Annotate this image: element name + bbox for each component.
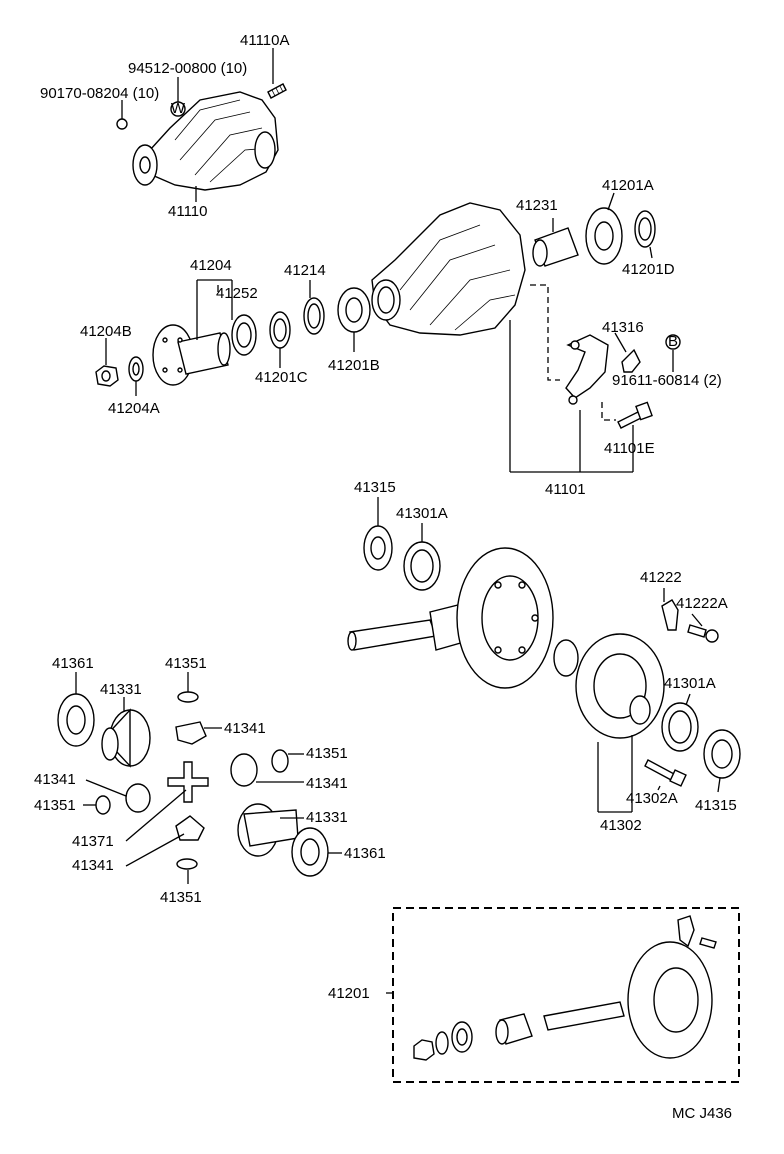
bolt-41302a[interactable] [644, 759, 687, 787]
label-41301a-right: 41301A [664, 675, 716, 692]
label-41331-left: 41331 [100, 681, 142, 698]
kit-nut[interactable] [413, 1039, 435, 1061]
stud-bolt-41110a[interactable] [267, 83, 287, 99]
label-41222a: 41222A [676, 595, 728, 612]
washer-41351-right[interactable] [271, 749, 289, 773]
label-41351-left: 41351 [34, 797, 76, 814]
label-41101e: 41101E [604, 440, 655, 457]
kit-41201-box [392, 907, 740, 1083]
shim-41201d[interactable] [634, 210, 656, 248]
washer-41351-bottom[interactable] [176, 858, 198, 870]
b-marker: B [665, 333, 681, 350]
differential-carrier-housing[interactable] [371, 202, 526, 336]
label-41341-a: 41341 [224, 720, 266, 737]
collapsible-spacer-41231[interactable] [532, 227, 579, 267]
label-41361-right: 41361 [344, 845, 386, 862]
slinger-41201c[interactable] [269, 311, 291, 349]
kit-seal[interactable] [451, 1021, 473, 1053]
washer-w-marker[interactable]: W [170, 100, 186, 117]
side-gear-41331-left[interactable] [101, 708, 151, 768]
label-41252: 41252 [216, 285, 258, 302]
label-41201: 41201 [328, 985, 370, 1002]
bolt-41222a[interactable] [687, 624, 719, 643]
label-41201b: 41201B [328, 357, 380, 374]
thrust-washer-41361-right[interactable] [291, 827, 329, 877]
bearing-41315-right[interactable] [703, 729, 741, 779]
pinion-gear-41341-left[interactable] [125, 783, 151, 813]
kit-lock-plate[interactable] [677, 915, 695, 948]
lock-plate-41316[interactable] [621, 348, 641, 373]
bearing-41201a[interactable] [585, 207, 623, 265]
oil-seal-41252[interactable] [231, 314, 257, 356]
bearing-race-41301a-top[interactable] [403, 541, 441, 591]
washer-41351-top[interactable] [177, 691, 199, 703]
label-41351-top: 41351 [165, 655, 207, 672]
companion-flange-41204[interactable] [152, 324, 231, 386]
label-41110: 41110 [168, 203, 208, 220]
label-41371: 41371 [72, 833, 114, 850]
label-41222: 41222 [640, 569, 682, 586]
pinion-gear-41341-right[interactable] [230, 753, 258, 787]
label-41351-b: 41351 [306, 745, 348, 762]
differential-case-41302[interactable] [553, 633, 665, 739]
label-41204: 41204 [190, 257, 232, 274]
nut-41204b[interactable] [95, 365, 119, 387]
label-41341-b: 41341 [306, 775, 348, 792]
label-41302a: 41302A [626, 790, 678, 807]
label-41361-left: 41361 [52, 655, 94, 672]
label-41301a-top: 41301A [396, 505, 448, 522]
lock-plate-41222[interactable] [661, 599, 679, 631]
differential-carrier-assembly[interactable] [132, 91, 279, 191]
label-41110a: 41110A [240, 32, 290, 49]
bearing-41201b[interactable] [337, 287, 371, 333]
label-41204a: 41204A [108, 400, 160, 417]
label-91611: 91611-60814 (2) [612, 372, 722, 389]
bearing-race-41301a-right[interactable] [661, 702, 699, 752]
label-41201c: 41201C [255, 369, 308, 386]
label-41315-top: 41315 [354, 479, 396, 496]
label-41101: 41101 [545, 481, 586, 498]
label-41341-left: 41341 [34, 771, 76, 788]
kit-pinion-and-ring-gear[interactable] [543, 941, 713, 1059]
kit-spacer[interactable] [495, 1013, 533, 1045]
label-41204b: 41204B [80, 323, 132, 340]
bearing-cap[interactable] [565, 334, 609, 405]
washer-41351-left[interactable] [95, 795, 111, 815]
label-41214: 41214 [284, 262, 326, 279]
label-41201a: 41201A [602, 177, 654, 194]
label-41302: 41302 [600, 817, 642, 834]
kit-washer[interactable] [435, 1031, 449, 1055]
b-marker-label: B [668, 333, 678, 350]
label-90170: 90170-08204 (10) [40, 85, 159, 102]
pinion-shaft-41371[interactable] [167, 761, 209, 803]
thrust-washer-41361-left[interactable] [57, 693, 95, 747]
w-marker-label: W [171, 100, 186, 117]
label-41351-bottom: 41351 [160, 889, 202, 906]
bolt-41101e[interactable] [617, 401, 653, 429]
washer-41204a[interactable] [128, 356, 144, 382]
label-41316: 41316 [602, 319, 644, 336]
pinion-gear-41341-top[interactable] [175, 721, 207, 745]
bearing-41315-top[interactable] [363, 525, 393, 571]
side-gear-41331-right[interactable] [237, 803, 299, 857]
label-41331-right: 41331 [306, 809, 348, 826]
label-94512: 94512-00800 (10) [128, 60, 247, 77]
nut-90170[interactable] [116, 118, 128, 130]
label-41201d: 41201D [622, 261, 675, 278]
label-41341-c: 41341 [72, 857, 114, 874]
label-41315-right: 41315 [695, 797, 737, 814]
label-41231: 41231 [516, 197, 558, 214]
catalog-code: MC J436 [672, 1105, 732, 1122]
drive-pinion-and-ring-gear[interactable] [347, 547, 554, 689]
kit-bolt[interactable] [699, 937, 717, 949]
washer-41214[interactable] [303, 297, 325, 335]
